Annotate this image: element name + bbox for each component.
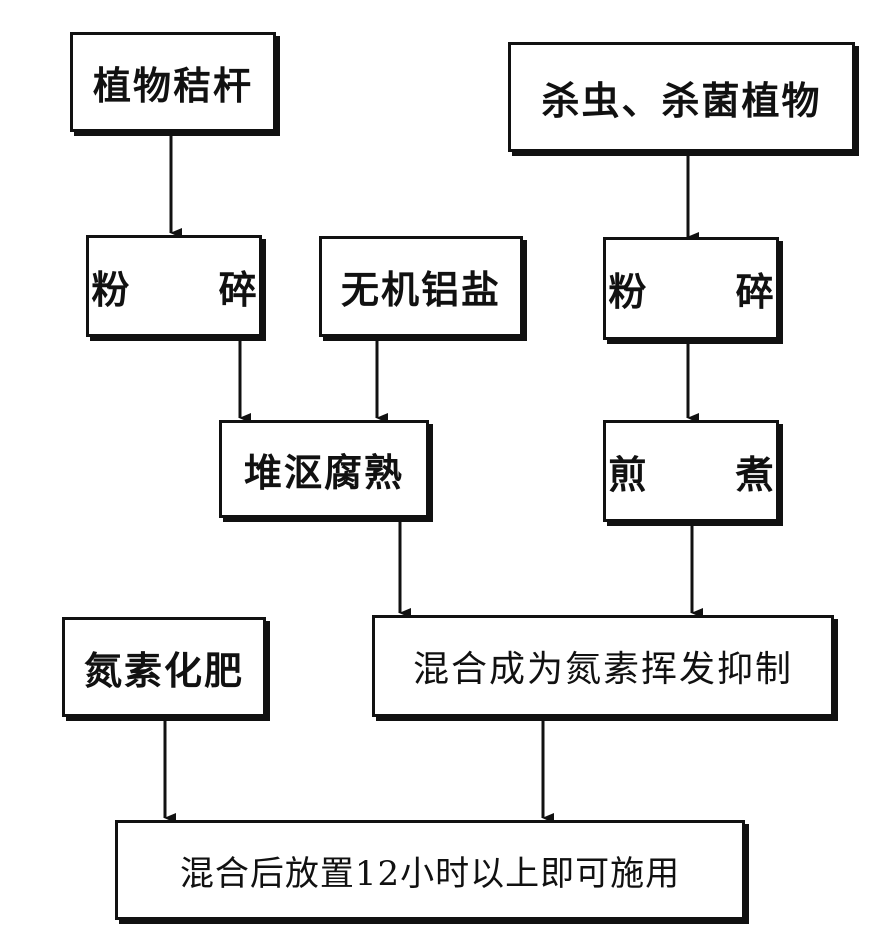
node-crush-right: 粉 碎 xyxy=(603,237,779,340)
node-crush-left: 粉 碎 xyxy=(86,235,262,337)
node-pesticidal-plants: 杀虫、杀菌植物 xyxy=(508,42,855,152)
node-compost: 堆沤腐熟 xyxy=(219,420,429,518)
node-inorganic-aluminum-salt: 无机铝盐 xyxy=(319,236,523,337)
node-mix-inhibitor: 混合成为氮素挥发抑制 xyxy=(372,615,834,717)
node-decoct: 煎 煮 xyxy=(603,420,779,522)
node-nitrogen-fertilizer: 氮素化肥 xyxy=(62,617,266,717)
node-final-step: 混合后放置12小时以上即可施用 xyxy=(115,820,745,920)
node-straw: 植物秸杆 xyxy=(70,32,276,132)
